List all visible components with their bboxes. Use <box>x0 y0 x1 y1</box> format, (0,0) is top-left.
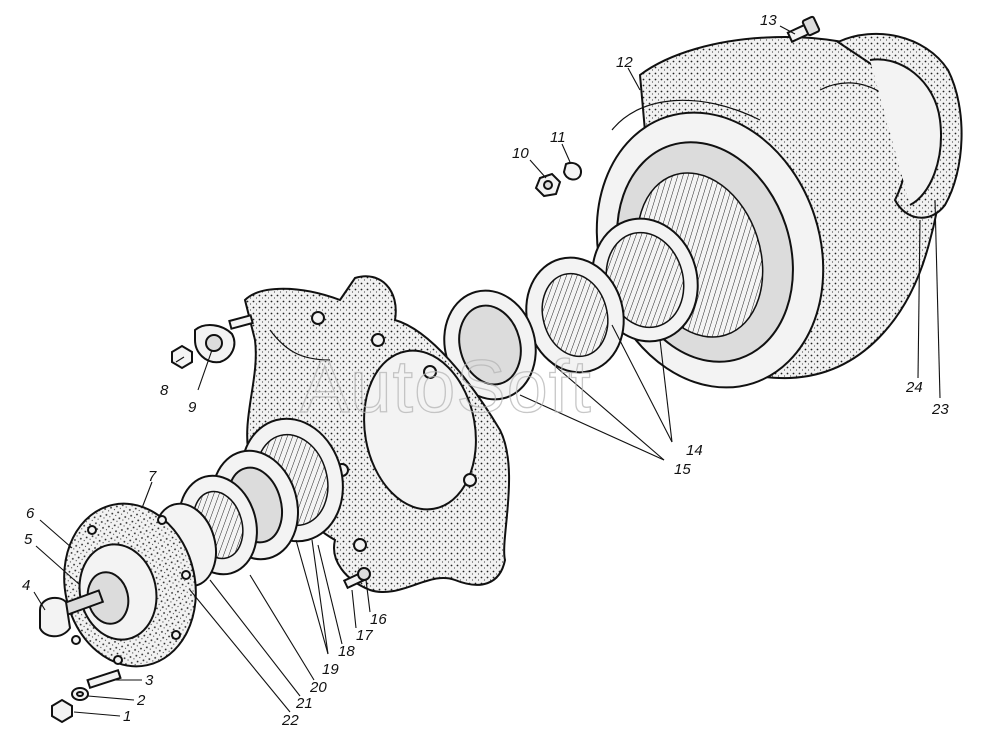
callout-5: 5 <box>24 531 33 548</box>
callout-2: 2 <box>136 692 146 709</box>
axle-shaft-flange <box>63 502 197 668</box>
callout-18: 18 <box>338 643 355 660</box>
washer-2 <box>71 687 89 701</box>
watermark-text: AutoSoft <box>300 345 592 428</box>
callout-14: 14 <box>686 442 703 459</box>
callout-12: 12 <box>616 54 633 71</box>
callout-10: 10 <box>512 145 529 162</box>
stud-plate-9 <box>194 314 254 364</box>
callout-15: 15 <box>674 461 691 478</box>
callout-21: 21 <box>295 695 313 712</box>
callout-13: 13 <box>760 12 777 29</box>
callout-4: 4 <box>22 577 30 594</box>
leader-lines <box>33 25 941 717</box>
lock-washer-11 <box>562 162 582 181</box>
bearing-outer-ring-and-cone <box>443 217 699 401</box>
callout-11: 11 <box>550 129 566 146</box>
nut-10 <box>534 172 562 198</box>
callout-23: 23 <box>931 401 949 418</box>
callout-19: 19 <box>322 661 339 678</box>
callout-labels: 1 2 3 4 5 6 7 8 9 10 11 12 13 14 15 16 1… <box>22 12 949 729</box>
callout-24: 24 <box>905 379 923 396</box>
callout-1: 1 <box>123 708 131 725</box>
callout-8: 8 <box>160 382 169 399</box>
nut-8 <box>171 344 193 370</box>
callout-9: 9 <box>188 399 197 416</box>
callout-16: 16 <box>370 611 387 628</box>
bolt-4 <box>39 589 105 638</box>
callout-22: 22 <box>281 712 299 729</box>
callout-17: 17 <box>356 627 373 644</box>
stud-3 <box>86 668 122 690</box>
nut-1 <box>51 698 73 724</box>
callout-6: 6 <box>26 505 35 522</box>
callout-20: 20 <box>309 679 327 696</box>
drum-cover-and-gasket <box>835 32 963 219</box>
callout-7: 7 <box>148 468 157 485</box>
callout-3: 3 <box>145 672 154 689</box>
bolt-16-nut-17 <box>342 567 371 590</box>
bolt-13 <box>786 15 821 44</box>
